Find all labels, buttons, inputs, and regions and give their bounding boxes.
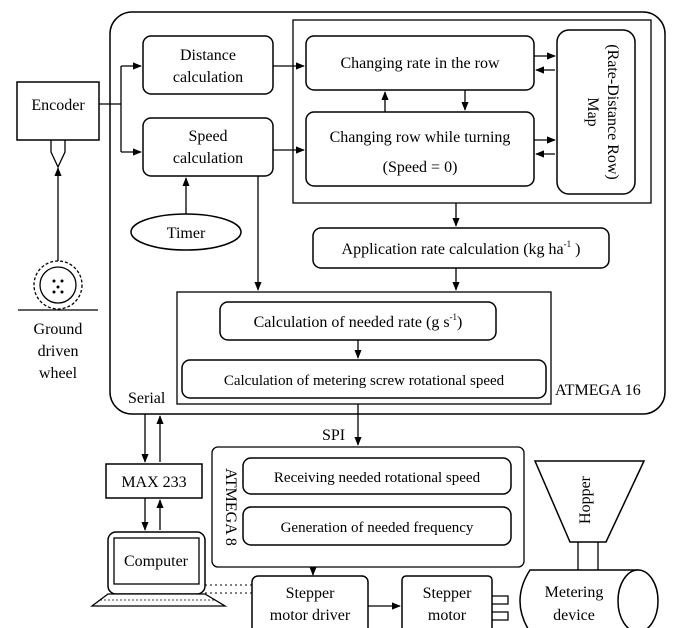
receiving-speed-block: Receiving needed rotational speed xyxy=(242,457,512,495)
computer-label: Computer xyxy=(124,553,189,570)
changing-row-block: Changing row while turning (Speed = 0) xyxy=(305,111,535,187)
metering-device-block: Metering device xyxy=(519,569,659,628)
changing-row-label-1: Changing row while turning xyxy=(330,129,511,146)
distance-label-2: calculation xyxy=(173,69,243,86)
motor-shaft-lower xyxy=(492,611,509,621)
ground-wheel-icon xyxy=(18,260,98,311)
atmega8-label: ATMEGA 8 xyxy=(222,468,239,546)
receiving-label: Receiving needed rotational speed xyxy=(274,470,481,486)
changing-rate-block: Changing rate in the row xyxy=(305,35,535,91)
screw-speed-block: Calculation of metering screw rotational… xyxy=(181,359,547,399)
atmega16-label: ATMEGA 16 xyxy=(555,382,641,399)
map-label-1: Map xyxy=(584,97,601,126)
stepper-motor-block: Stepper motor xyxy=(401,575,493,628)
stepper-driver-label-1: Stepper xyxy=(286,585,336,602)
timer-block: Timer xyxy=(130,213,242,251)
speed-label-1: Speed xyxy=(188,128,227,145)
wheel-label-line1: Ground xyxy=(34,321,83,338)
serial-label: Serial xyxy=(128,390,166,407)
screw-speed-label: Calculation of metering screw rotational… xyxy=(224,373,505,389)
map-block: Map (Rate-Distance Row) xyxy=(556,29,636,195)
hopper-label: Hopper xyxy=(577,475,594,524)
atmega16-container xyxy=(109,11,666,415)
distance-calculation-block: Distance calculation xyxy=(142,35,274,95)
stepper-driver-block: Stepper motor driver xyxy=(251,575,369,628)
timer-label: Timer xyxy=(167,225,206,242)
changing-row-label-2: (Speed = 0) xyxy=(383,159,458,176)
speed-calculation-block: Speed calculation xyxy=(142,117,274,177)
encoder-block: Encoder xyxy=(16,81,100,169)
needed-rate-group xyxy=(176,291,552,405)
needed-rate-block: Calculation of needed rate (g s-1) xyxy=(219,301,497,341)
motor-shaft xyxy=(492,595,509,605)
generation-label: Generation of needed frequency xyxy=(281,520,474,536)
application-rate-block: Application rate calculation (kg ha-1 ) xyxy=(312,227,610,269)
encoder-label: Encoder xyxy=(31,97,85,114)
application-rate-label: Application rate calculation (kg ha-1 ) xyxy=(342,239,581,258)
generation-frequency-block: Generation of needed frequency xyxy=(242,506,512,546)
spi-label: SPI xyxy=(322,427,345,444)
stepper-driver-label-2: motor driver xyxy=(270,607,351,624)
metering-label-2: device xyxy=(553,607,595,624)
stepper-motor-label-1: Stepper xyxy=(423,585,473,602)
speed-label-2: calculation xyxy=(173,150,243,167)
metering-label-1: Metering xyxy=(545,584,604,601)
changing-rate-label: Changing rate in the row xyxy=(340,55,500,72)
stepper-motor-label-2: motor xyxy=(428,607,467,624)
computer-icon: Computer xyxy=(90,531,228,607)
hopper-icon: Hopper xyxy=(533,460,646,570)
wheel-label-line3: wheel xyxy=(39,365,78,382)
max233-block: MAX 233 xyxy=(105,463,203,499)
wheel-label-line2: driven xyxy=(38,343,79,360)
atmega8-group: ATMEGA 8 xyxy=(211,446,525,568)
max233-label: MAX 233 xyxy=(121,474,186,491)
distance-label-1: Distance xyxy=(180,47,236,64)
map-label-2: (Rate-Distance Row) xyxy=(604,44,621,180)
needed-rate-label: Calculation of needed rate (g s-1) xyxy=(254,312,463,331)
rate-group-container xyxy=(292,19,652,204)
